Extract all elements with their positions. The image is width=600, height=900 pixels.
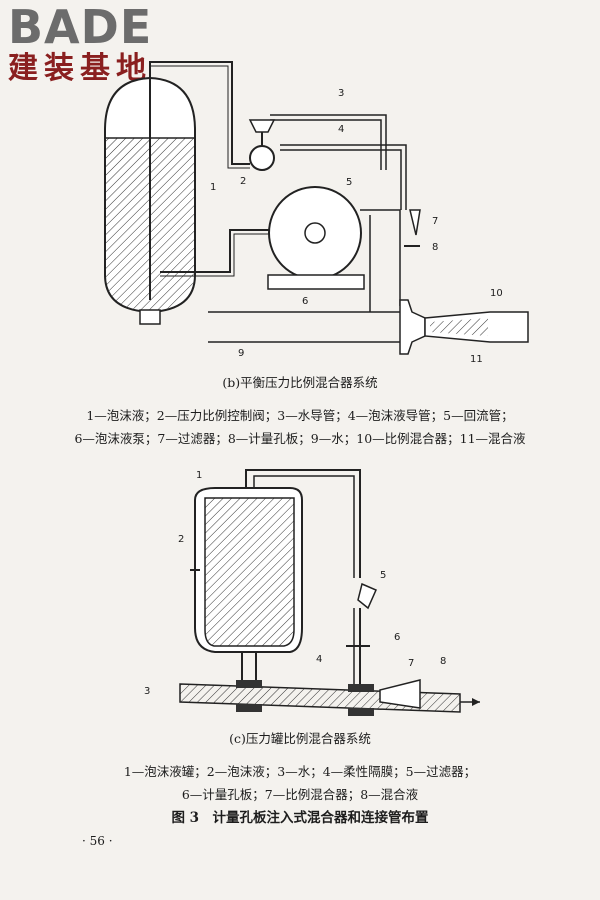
label-c-5: 5: [380, 570, 386, 581]
label-c-1: 1: [196, 470, 202, 481]
label-c-4: 4: [316, 654, 322, 665]
foam-pump-6: [267, 186, 365, 290]
figure-b-caption: (b)平衡压力比例混合器系统: [222, 375, 378, 390]
proportioner-c-7: [379, 679, 480, 709]
label-b-7: 7: [432, 216, 438, 227]
label-b-8: 8: [432, 242, 438, 253]
label-b-11: 11: [470, 354, 483, 365]
logo-subtitle: 建装基地: [8, 51, 152, 86]
figure-c-legend-line1: 1—泡沫液罐；2—泡沫液；3—水；4—柔性隔膜；5—过滤器；: [123, 764, 477, 779]
label-b-10: 10: [490, 288, 503, 299]
figure-b-legend-line1: 1—泡沫液；2—压力比例控制阀；3—水导管；4—泡沫液导管；5—回流管；: [86, 408, 514, 423]
page-number: · 56 ·: [82, 834, 113, 848]
label-b-1: 1: [210, 182, 216, 193]
label-c-3: 3: [144, 686, 150, 697]
figure-b-diagram: 1 2 3 4 5 6 7 8 9 10 11: [104, 61, 529, 365]
label-b-6: 6: [302, 296, 308, 307]
figure-c-legend-line2: 6—计量孔板；7—比例混合器；8—混合液: [181, 787, 419, 802]
figure-title: 图 3 计量孔板注入式混合器和连接管布置: [171, 810, 429, 826]
label-b-3: 3: [338, 88, 344, 99]
label-b-2: 2: [240, 176, 246, 187]
logo-word: BADE: [8, 0, 153, 54]
figure-c-diagram: 1 2 3 4 5 6 7 8: [144, 469, 480, 716]
label-c-6: 6: [394, 632, 400, 643]
label-c-2: 2: [178, 534, 184, 545]
figure-c-legend: 1—泡沫液罐；2—泡沫液；3—水；4—柔性隔膜；5—过滤器； 6—计量孔板；7—…: [0, 760, 600, 806]
figure-b-legend: 1—泡沫液；2—压力比例控制阀；3—水导管；4—泡沫液导管；5—回流管； 6—泡…: [0, 404, 600, 450]
foam-tank-1: [104, 65, 196, 325]
figure-c-caption: (c)压力罐比例混合器系统: [229, 731, 371, 746]
label-c-7: 7: [408, 658, 414, 669]
label-c-8: 8: [440, 656, 446, 667]
filter-c-5: [357, 582, 377, 610]
label-b-9: 9: [238, 348, 244, 359]
filter-7: [409, 209, 421, 236]
label-b-5: 5: [346, 177, 352, 188]
figure-b-legend-line2: 6—泡沫液泵；7—过滤器；8—计量孔板；9—水；10—比例混合器；11—混合液: [74, 431, 526, 446]
foam-tank-c-1: [190, 487, 303, 653]
pressure-control-valve-2: [248, 119, 276, 171]
water-main-9: [208, 311, 408, 343]
bade-logo: BADE 建装基地: [8, 4, 178, 86]
proportioner-10: [399, 299, 529, 355]
water-main-c-3: [179, 680, 461, 716]
label-b-4: 4: [338, 124, 344, 135]
